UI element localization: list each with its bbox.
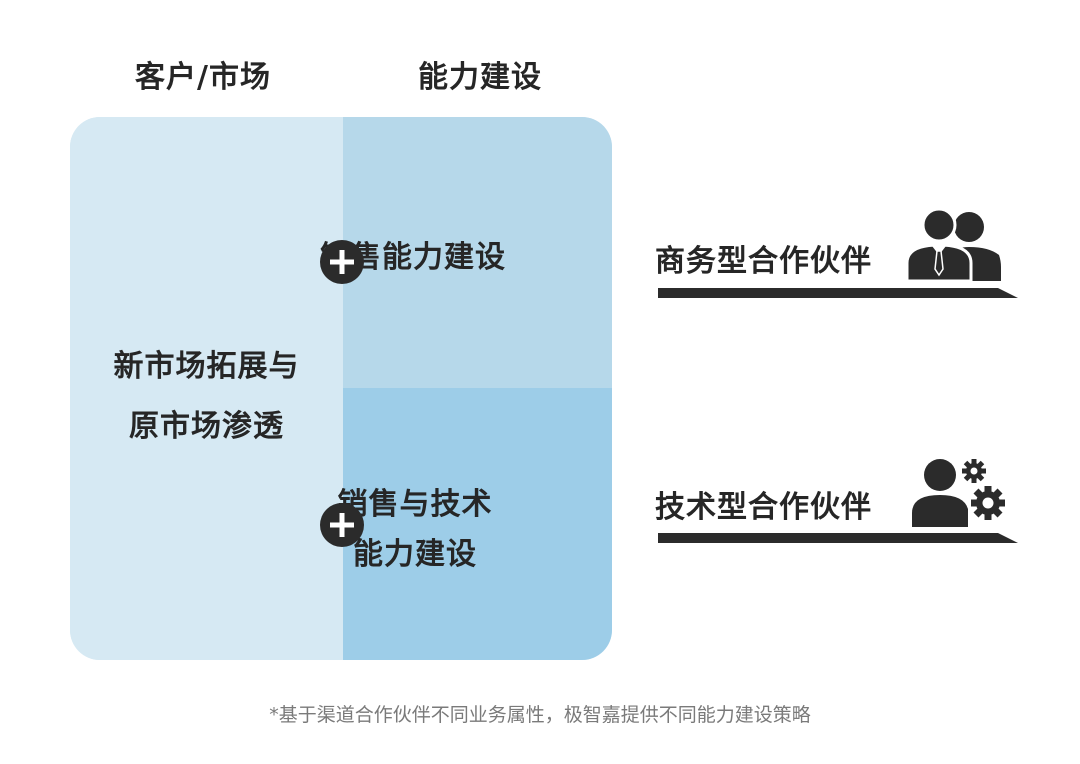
matrix-cell-market: 新市场拓展与 原市场渗透 (70, 117, 343, 660)
plus-circle-icon (320, 503, 364, 547)
sales-tech-line-2: 能力建设 (353, 537, 477, 572)
column-header-customer-market: 客户/市场 (135, 60, 271, 95)
market-cell-line-1: 新市场拓展与 (113, 349, 300, 384)
technical-arrow-bar (658, 533, 1018, 543)
business-partner-label: 商务型合作伙伴 (655, 244, 872, 279)
footnote: *基于渠道合作伙伴不同业务属性，极智嘉提供不同能力建设策略 (269, 704, 811, 726)
strategy-matrix: 新市场拓展与 原市场渗透 (70, 117, 612, 660)
business-people-icon (905, 207, 1001, 281)
market-cell-text: 新市场拓展与 原市场渗透 (70, 337, 343, 457)
column-header-capability-building: 能力建设 (418, 60, 542, 95)
sales-tech-line-1: 销售与技术 (337, 487, 493, 522)
business-arrow-bar (658, 288, 1018, 298)
market-cell-line-2: 原市场渗透 (129, 409, 284, 444)
matrix-cell-sales-tech-capability (343, 388, 612, 660)
technical-partner-label: 技术型合作伙伴 (655, 490, 872, 525)
matrix-cell-sales-capability (343, 117, 612, 388)
plus-circle-icon (320, 240, 364, 284)
person-gears-icon (912, 459, 1005, 527)
sales-tech-capability-text: 销售与技术 能力建设 (320, 480, 510, 580)
